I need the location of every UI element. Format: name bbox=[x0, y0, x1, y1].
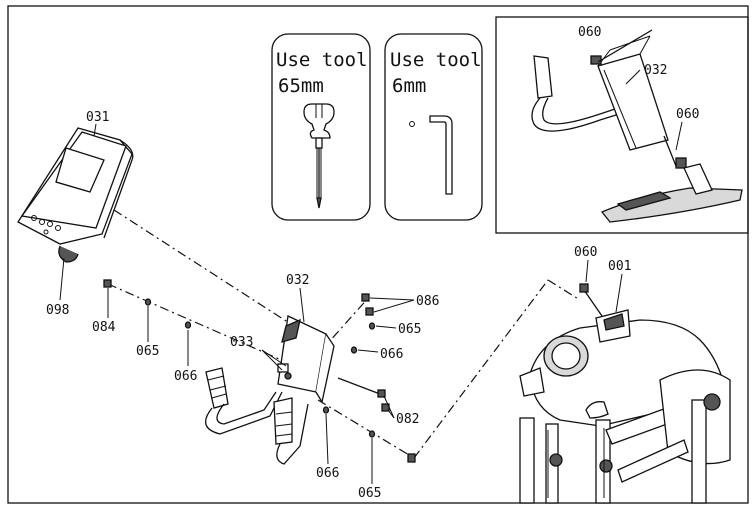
bolt-060-inset-upper bbox=[590, 29, 653, 65]
callout-066-right: 066 bbox=[380, 347, 403, 362]
callout-084: 084 bbox=[92, 320, 116, 335]
tool-box-hex-key: Use tool 6mm bbox=[384, 33, 483, 221]
callout-060-inset-lower: 060 bbox=[676, 107, 699, 122]
leader-console-to-mast bbox=[113, 209, 301, 331]
tool-box-screwdriver: Use tool 65mm bbox=[271, 33, 371, 221]
callout-033: 033 bbox=[230, 335, 253, 350]
callout-001: 001 bbox=[608, 259, 631, 274]
washer-066-left bbox=[184, 321, 192, 329]
bolt-060-inset-lower bbox=[663, 135, 687, 169]
bolt-060-frame bbox=[579, 283, 603, 317]
tool-caption-line2: 6mm bbox=[392, 75, 426, 97]
handlebar-mast-032 bbox=[204, 315, 335, 465]
washer-065-left bbox=[144, 298, 152, 306]
callout-065-right: 065 bbox=[398, 322, 421, 337]
tool-caption-line1: Use tool bbox=[390, 49, 482, 71]
callout-031: 031 bbox=[86, 110, 109, 125]
console-031: 031 098 bbox=[17, 110, 134, 318]
leader-upper-bolts bbox=[319, 295, 371, 353]
leader-to-frame-top bbox=[547, 279, 581, 301]
hex-key-icon bbox=[409, 115, 453, 195]
callout-098: 098 bbox=[46, 303, 69, 318]
main-frame-001 bbox=[519, 309, 731, 504]
callout-066-bottom: 066 bbox=[316, 466, 339, 481]
callout-032-inset: 032 bbox=[644, 63, 667, 78]
diagram-border bbox=[7, 5, 749, 504]
callout-082: 082 bbox=[396, 412, 419, 427]
callout-060-frame: 060 bbox=[574, 245, 597, 260]
leader-lower-bolts bbox=[317, 399, 415, 459]
callout-065-left: 065 bbox=[136, 344, 159, 359]
callout-032-mast: 032 bbox=[286, 273, 309, 288]
callout-066-left: 066 bbox=[174, 369, 197, 384]
callout-060-inset-upper: 060 bbox=[578, 25, 601, 40]
tool-caption-line1: Use tool bbox=[276, 49, 368, 71]
callout-065-bottom: 065 bbox=[358, 486, 381, 501]
detail-inset: 060 032 060 bbox=[495, 16, 749, 234]
bolts-086-group bbox=[322, 293, 416, 463]
screwdriver-icon bbox=[303, 103, 335, 209]
callout-086: 086 bbox=[416, 294, 439, 309]
leader-to-frame bbox=[413, 279, 549, 459]
tool-caption-line2: 65mm bbox=[278, 75, 324, 97]
leader-bolt-row bbox=[107, 283, 287, 363]
bolt-084 bbox=[103, 279, 112, 288]
